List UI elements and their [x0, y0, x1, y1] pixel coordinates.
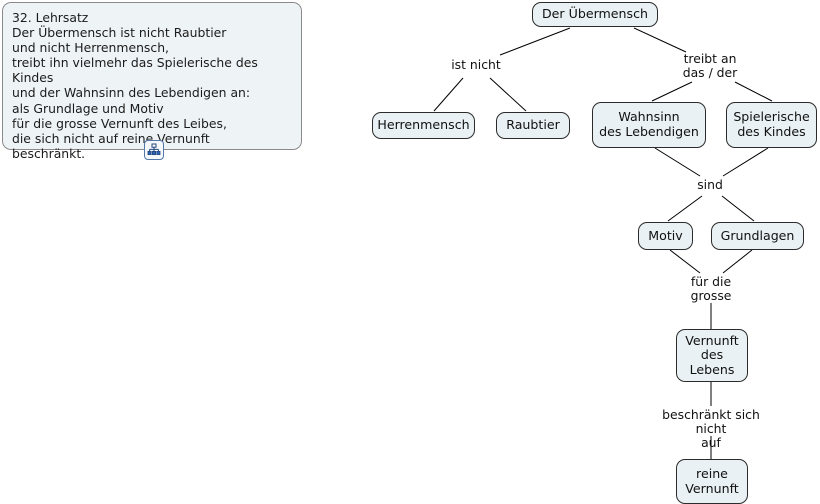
- edge-label-ist-nicht[interactable]: ist nicht: [451, 57, 501, 72]
- edge-spielerische-sind: [722, 147, 769, 177]
- edge-ist-nicht-raubtier: [489, 77, 527, 112]
- edge-sind-motiv: [667, 195, 703, 222]
- lehrsatz-note-box[interactable]: 32. Lehrsatz Der Übermensch ist nicht Ra…: [2, 2, 302, 161]
- edge-ubermensch-ist-nicht: [499, 27, 571, 56]
- lehrsatz-note-text: 32. Lehrsatz Der Übermensch ist nicht Ra…: [12, 10, 258, 161]
- node-spielerische[interactable]: Spielerische des Kindes: [726, 102, 817, 148]
- node-herrenmensch[interactable]: Herrenmensch: [372, 112, 475, 139]
- node-reine_vernunft[interactable]: reine Vernunft: [676, 459, 748, 504]
- edge-motiv-fuer-die: [669, 249, 701, 274]
- edge-label-treibt-an[interactable]: treibt an das / der: [682, 51, 738, 81]
- node-ubermensch[interactable]: Der Übermensch: [532, 2, 658, 27]
- edge-ist-nicht-herrenmensch: [433, 77, 464, 112]
- node-raubtier[interactable]: Raubtier: [496, 112, 570, 139]
- node-vernunft_leben[interactable]: Vernunft des Lebens: [676, 329, 748, 382]
- edge-ubermensch-treibt-an: [633, 27, 687, 53]
- node-grundlagen[interactable]: Grundlagen: [711, 222, 804, 250]
- edge-wahnsinn-sind: [654, 147, 701, 177]
- edge-treibt-an-wahnsinn: [651, 81, 693, 102]
- edge-grundlagen-fuer-die: [722, 249, 753, 274]
- node-wahnsinn[interactable]: Wahnsinn des Lebendigen: [592, 102, 706, 148]
- edge-label-fuer-die-grosse[interactable]: für die grosse: [690, 274, 732, 304]
- edge-label-beschraenkt[interactable]: beschränkt sich nicht auf: [662, 407, 760, 451]
- edge-label-sind[interactable]: sind: [697, 177, 723, 192]
- edge-treibt-an-spielerische: [734, 81, 773, 102]
- node-motiv[interactable]: Motiv: [638, 222, 693, 250]
- concept-map-icon[interactable]: [144, 140, 164, 160]
- edge-sind-grundlagen: [721, 195, 755, 222]
